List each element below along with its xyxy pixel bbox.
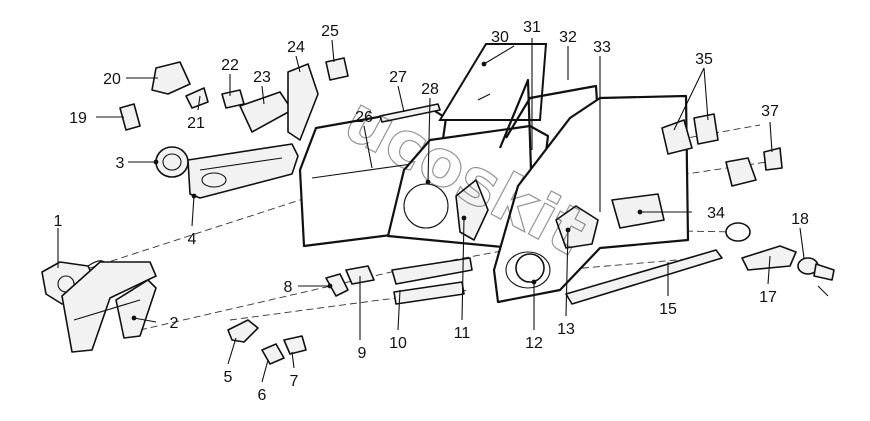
part-8-clip [325, 273, 349, 297]
callout-37: 37 [761, 103, 779, 120]
callout-4: 4 [188, 231, 197, 248]
part-31-glass-channel [498, 78, 534, 201]
callout-12: 12 [525, 335, 543, 352]
callout-5: 5 [224, 369, 233, 386]
callout-1: 1 [54, 213, 63, 230]
callout-30: 30 [491, 29, 509, 46]
callout-11: 11 [454, 325, 471, 342]
part-37-clip [763, 147, 783, 171]
part-round-cap [725, 222, 751, 242]
callout-6: 6 [258, 387, 267, 404]
part-6-bracket [261, 343, 285, 365]
part-13-outside-handle [555, 205, 599, 249]
leader-dots [131, 61, 643, 321]
callout-34: 34 [707, 205, 725, 222]
part-10-lower-track [391, 257, 473, 305]
part-20-handle-bracket [151, 61, 191, 95]
callout-33: 33 [593, 39, 611, 56]
callout-13: 13 [557, 321, 575, 338]
part-4-armrest [187, 143, 299, 199]
callout-32: 32 [559, 29, 577, 46]
callout-24: 24 [287, 39, 305, 56]
callout-22: 22 [221, 57, 239, 74]
callout-26: 26 [355, 109, 373, 126]
callout-2: 2 [170, 315, 179, 332]
callout-17: 17 [759, 289, 777, 306]
callout-23: 23 [253, 69, 271, 86]
part-19-switch [119, 103, 141, 131]
part-23-latch-link [239, 91, 293, 133]
part-7-bracket [283, 335, 307, 355]
part-21-clip [185, 87, 209, 109]
part-18-lock-cylinder [797, 257, 835, 297]
callout-27: 27 [389, 69, 407, 86]
callout-18: 18 [791, 211, 809, 228]
part-30-door-glass [438, 43, 548, 121]
part-27-belt-weatherstrip [379, 103, 441, 123]
callout-21: 21 [187, 115, 205, 132]
leader-lines [57, 38, 805, 383]
callout-31: 31 [523, 19, 541, 36]
part-33-door-shell [492, 94, 690, 304]
part-35-hinge-upper [661, 119, 693, 155]
callout-labels: 1 2 3 4 5 6 7 8 9 10 11 12 13 15 17 18 1… [54, 19, 809, 404]
part-lock-bracket [725, 157, 757, 187]
callout-9: 9 [358, 345, 367, 362]
callout-7: 7 [290, 373, 299, 390]
callout-25: 25 [321, 23, 339, 40]
part-24-latch [287, 63, 319, 141]
part-25-latch-clip [325, 57, 349, 81]
part-15-sill-strip [565, 249, 723, 305]
callout-28: 28 [421, 81, 439, 98]
callout-8: 8 [284, 279, 293, 296]
callout-3: 3 [116, 155, 125, 172]
callout-20: 20 [103, 71, 121, 88]
part-5-bracket [227, 319, 259, 343]
part-12-speaker [515, 253, 545, 283]
part-35-hinge-lower [693, 113, 719, 145]
callout-10: 10 [389, 335, 407, 352]
callout-19: 19 [69, 110, 87, 127]
part-17-lock-cylinder-housing [741, 245, 797, 271]
callout-35: 35 [695, 51, 713, 68]
part-9-clip [345, 265, 375, 285]
part-2-window-regulator [61, 261, 157, 353]
part-3-round-cover [155, 146, 189, 178]
callout-15: 15 [659, 301, 677, 318]
